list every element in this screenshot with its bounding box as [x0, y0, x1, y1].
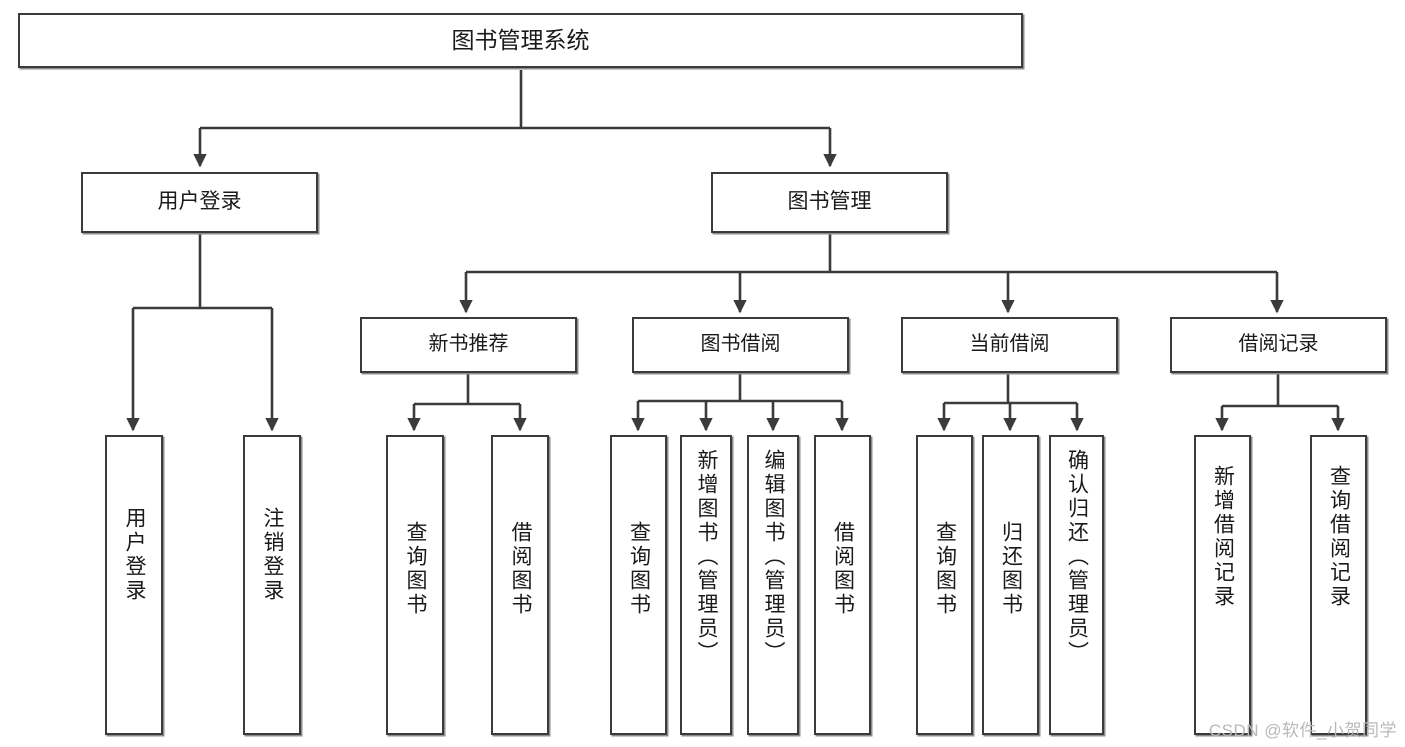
leaf-label: 用户登录 — [123, 507, 147, 603]
leaf-label: 借阅图书 — [831, 521, 855, 617]
leaf-current-borrow-query-book[interactable]: 查询图书 — [916, 435, 973, 735]
leaf-borrow-record-query-record[interactable]: 查询借阅记录 — [1310, 435, 1367, 735]
node-book-borrow-label: 图书借阅 — [700, 333, 781, 356]
leaf-borrow-record-add-record[interactable]: 新增借阅记录 — [1194, 435, 1251, 735]
leaf-label: 查询图书 — [627, 521, 651, 617]
leaf-new-book-query-book[interactable]: 查询图书 — [386, 435, 444, 735]
leaf-book-borrow-add-book[interactable]: 新增图书（管理员） — [680, 435, 732, 735]
node-user-login-label: 用户登录 — [157, 190, 242, 214]
leaf-current-borrow-return-book[interactable]: 归还图书 — [982, 435, 1039, 735]
leaf-user-login-login[interactable]: 用户登录 — [105, 435, 163, 735]
leaf-label: 查询图书 — [404, 521, 428, 617]
leaf-label: 归还图书 — [999, 521, 1023, 617]
node-root-label: 图书管理系统 — [451, 26, 590, 53]
node-borrow-record-label: 借阅记录 — [1238, 333, 1319, 356]
leaf-label: 编辑图书（管理员） — [762, 449, 786, 665]
node-book-borrow[interactable]: 图书借阅 — [632, 317, 849, 373]
node-new-book-recommend-label: 新书推荐 — [428, 333, 509, 356]
leaf-book-borrow-edit-book[interactable]: 编辑图书（管理员） — [747, 435, 799, 735]
leaf-new-book-borrow-book[interactable]: 借阅图书 — [491, 435, 549, 735]
leaf-book-borrow-query-book[interactable]: 查询图书 — [610, 435, 667, 735]
leaf-label: 查询图书 — [933, 521, 957, 617]
node-book-management-label: 图书管理 — [787, 190, 872, 214]
leaf-label: 确认归还（管理员） — [1065, 449, 1089, 665]
leaf-label: 查询借阅记录 — [1327, 465, 1351, 609]
leaf-label: 新增借阅记录 — [1211, 465, 1235, 609]
leaf-label: 新增图书（管理员） — [695, 449, 719, 665]
node-book-management[interactable]: 图书管理 — [711, 172, 948, 233]
leaf-label: 注销登录 — [261, 507, 285, 603]
leaf-book-borrow-borrow-book[interactable]: 借阅图书 — [814, 435, 871, 735]
node-borrow-record[interactable]: 借阅记录 — [1170, 317, 1387, 373]
leaf-user-login-logout[interactable]: 注销登录 — [243, 435, 301, 735]
node-user-login[interactable]: 用户登录 — [81, 172, 318, 233]
node-root-system[interactable]: 图书管理系统 — [18, 13, 1023, 68]
leaf-current-borrow-confirm-return[interactable]: 确认归还（管理员） — [1049, 435, 1104, 735]
watermark: CSDN @软件_小贺同学 — [1208, 721, 1397, 740]
node-new-book-recommend[interactable]: 新书推荐 — [360, 317, 577, 373]
leaf-label: 借阅图书 — [509, 521, 533, 617]
node-current-borrow[interactable]: 当前借阅 — [901, 317, 1118, 373]
node-current-borrow-label: 当前借阅 — [969, 333, 1050, 356]
